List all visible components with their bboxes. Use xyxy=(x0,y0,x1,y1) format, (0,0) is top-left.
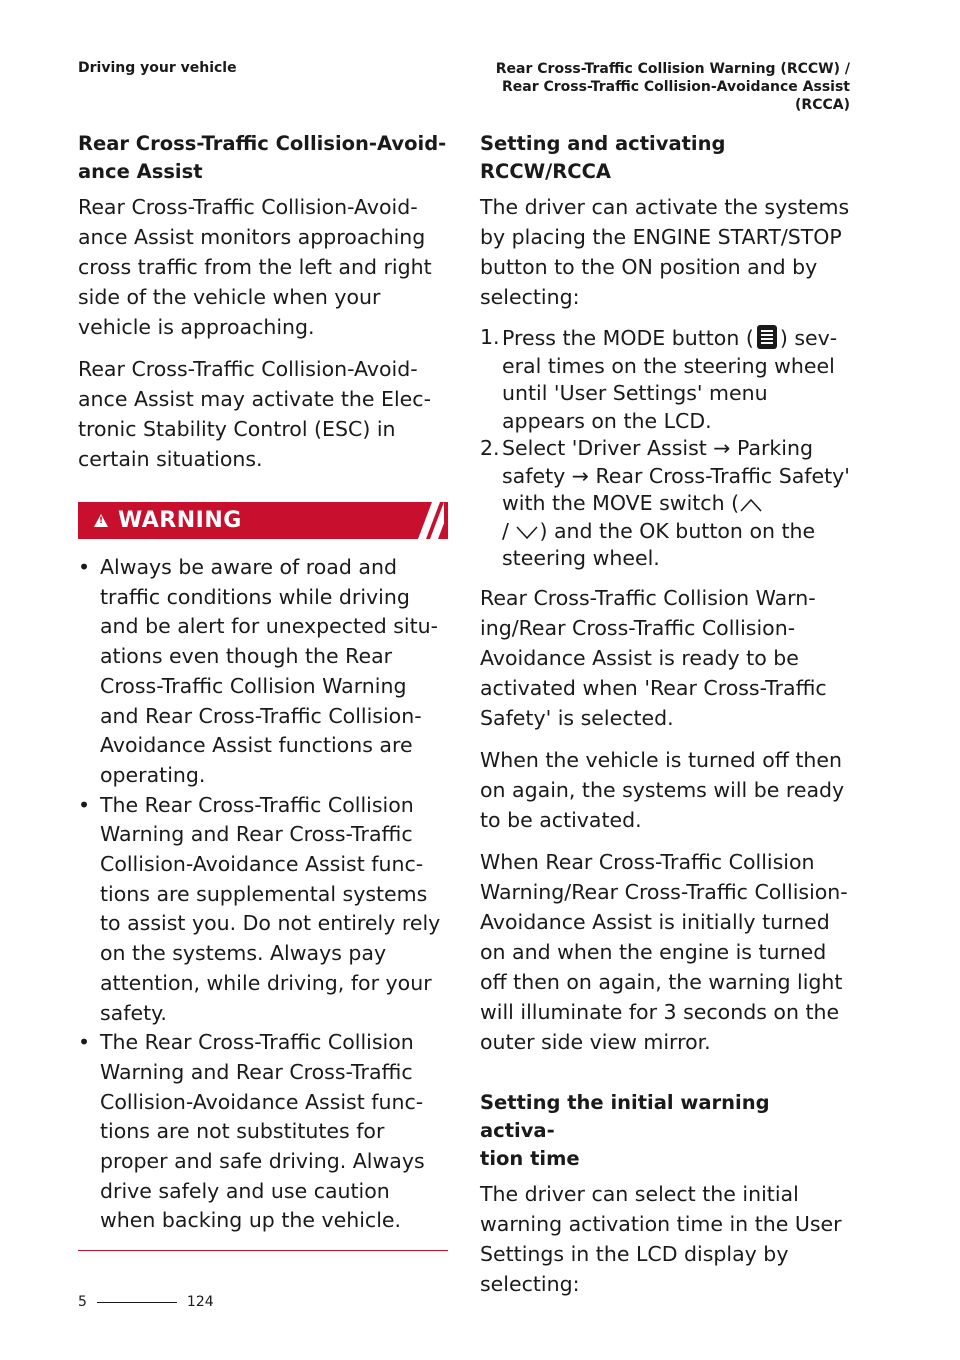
running-header-right: Rear Cross-Traffic Collision Warning (RC… xyxy=(450,60,850,114)
step-number: 1. xyxy=(480,325,500,349)
running-header-right-line3: (RCCA) xyxy=(795,97,850,113)
section-heading-setting-activating: Setting and activating RCCW/RCCA xyxy=(480,132,726,183)
left-column: Rear Cross-Traffic Collision-Avoid- ance… xyxy=(78,130,448,1252)
page-number: 124 xyxy=(186,1294,214,1310)
warning-end-divider xyxy=(78,1250,448,1252)
footer-divider xyxy=(96,1301,177,1303)
list-item: 1. Press the MODE button ( ) sev­eral ti… xyxy=(480,324,850,435)
running-header-right-line2: Rear Cross-Traffic Collision-Avoidance A… xyxy=(502,79,850,95)
section-heading-initial-warning-time: Setting the initial warning activa- tion… xyxy=(480,1089,850,1173)
heading-line1: Rear Cross-Traffic Collision-Avoid- xyxy=(78,132,447,155)
step-text: Select 'Driver Assist → Parking safety →… xyxy=(502,436,850,515)
chapter-number: 5 xyxy=(78,1294,87,1310)
paragraph: Rear Cross-Traffic Collision-Avoid­ance … xyxy=(78,357,431,471)
paragraph: When the vehicle is turned off then on a… xyxy=(480,747,845,832)
paragraph: Rear Cross-Traffic Collision-Avoid­ance … xyxy=(78,195,432,339)
running-header-left: Driving your vehicle xyxy=(78,60,237,76)
paragraph: The driver can activate the systems by p… xyxy=(480,195,850,309)
list-item: The Rear Cross-Traffic Collision Warning… xyxy=(78,1028,448,1236)
section-heading-rcca: Rear Cross-Traffic Collision-Avoid- ance… xyxy=(78,130,448,186)
list-item: The Rear Cross-Traffic Collision Warning… xyxy=(78,791,448,1029)
paragraph: When Rear Cross-Traffic Collision Warnin… xyxy=(480,849,848,1054)
warning-banner: WARNING xyxy=(78,502,448,539)
step-text: Press the MODE button ( xyxy=(502,326,754,350)
chevron-down-icon xyxy=(516,525,539,539)
list-item: Always be aware of road and traffic cond… xyxy=(78,553,448,791)
step-separator: / xyxy=(502,518,509,543)
warning-bullet-list: Always be aware of road and traffic cond… xyxy=(78,553,448,1236)
warning-stripes-decoration xyxy=(418,502,444,539)
step-text: ) sev­eral times on the steering wheel u… xyxy=(502,326,838,433)
list-item: 2. Select 'Driver Assist → Parking safet… xyxy=(480,435,850,573)
page-footer: 5 124 xyxy=(78,1294,214,1310)
steps-list: 1. Press the MODE button ( ) sev­eral ti… xyxy=(480,324,850,573)
heading-line1: Setting the initial warning activa- xyxy=(480,1090,770,1142)
step-text: ) and the OK button on the steering whee… xyxy=(502,518,816,571)
paragraph: The driver can select the initial warnin… xyxy=(480,1181,842,1296)
running-header-right-line1: Rear Cross-Traffic Collision Warning (RC… xyxy=(495,61,850,77)
chevron-up-icon xyxy=(740,498,762,512)
warning-label: WARNING xyxy=(118,508,242,533)
right-column: Setting and activating RCCW/RCCA The dri… xyxy=(480,130,850,1311)
heading-line2: tion time xyxy=(480,1146,580,1170)
mode-button-icon xyxy=(756,325,777,349)
warning-triangle-icon xyxy=(94,514,108,527)
heading-line2: ance Assist xyxy=(78,160,203,183)
step-number: 2. xyxy=(480,436,500,460)
paragraph: Rear Cross-Traffic Collision Warn­ing/Re… xyxy=(480,585,827,730)
